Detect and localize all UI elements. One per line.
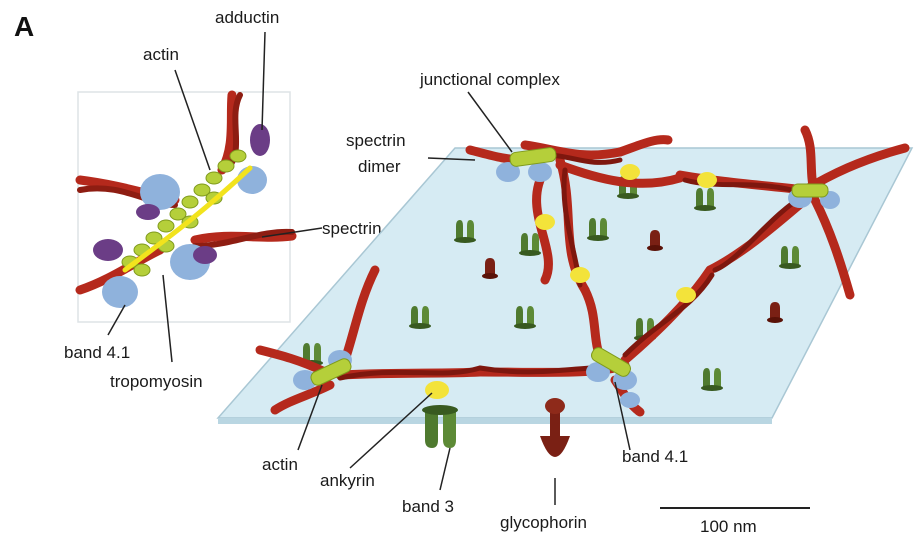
label-tropomyosin: tropomyosin [110, 372, 203, 391]
label-glycophorin: glycophorin [500, 513, 587, 532]
label-actin-inset: actin [143, 45, 179, 64]
inset-panel [78, 92, 292, 322]
membrane-edge [218, 418, 772, 424]
label-spectrin-dimer-line1: spectrin [346, 131, 406, 150]
band3-bottom [422, 405, 458, 448]
label-spectrin-dimer-line2: dimer [358, 157, 401, 176]
label-adductin: adductin [215, 8, 279, 27]
label-junctional-complex: junctional complex [419, 70, 560, 89]
label-band41-inset: band 4.1 [64, 343, 130, 362]
label-spectrin: spectrin [322, 219, 382, 238]
label-ankyrin: ankyrin [320, 471, 375, 490]
label-band3: band 3 [402, 497, 454, 516]
panel-letter: A [14, 11, 34, 42]
scale-bar-label: 100 nm [700, 517, 757, 536]
label-band41-main: band 4.1 [622, 447, 688, 466]
label-actin-main: actin [262, 455, 298, 474]
